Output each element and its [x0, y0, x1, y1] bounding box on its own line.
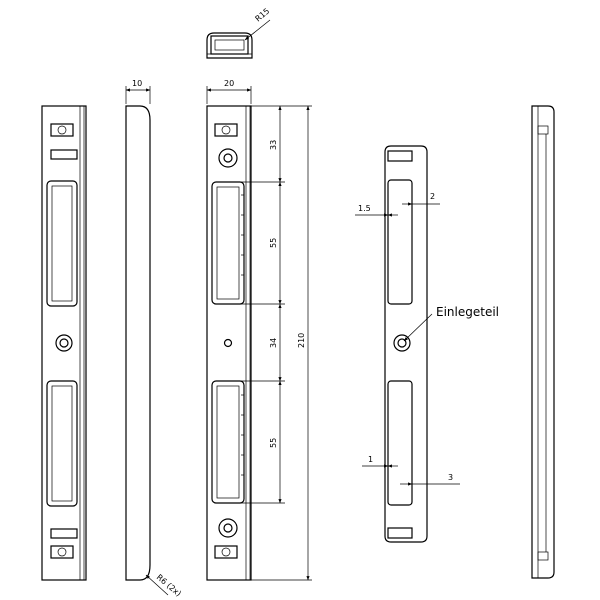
dim-210-label: 210 — [297, 333, 306, 348]
front-view-left — [41, 105, 87, 581]
dimension-3: 3 — [400, 473, 460, 486]
dim-1-5-label: 1.5 — [358, 204, 371, 213]
einlegeteil-label: Einlegeteil — [436, 305, 499, 319]
front-view-dimensioned — [206, 105, 252, 581]
dim-33-label: 33 — [269, 140, 278, 150]
insert-front-view — [384, 145, 428, 543]
dimension-chain-vertical: 33 55 34 55 210 — [240, 105, 312, 581]
dim-20-label: 20 — [224, 79, 234, 88]
side-view-right — [531, 105, 555, 579]
dimension-1-5: 1.5 — [355, 204, 398, 217]
dim-55b-label: 55 — [269, 438, 278, 448]
dimension-1: 1 — [362, 455, 398, 468]
dim-1-label: 1 — [368, 455, 373, 464]
end-cap-top-view — [206, 32, 253, 59]
dimension-width-20: 20 — [206, 79, 252, 104]
dimension-r15: R15 — [244, 7, 271, 41]
dim-10-label: 10 — [132, 79, 142, 88]
side-view-profile — [125, 105, 151, 581]
dim-55a-label: 55 — [269, 238, 278, 248]
callout-einlegeteil: Einlegeteil — [403, 305, 499, 342]
dimension-r6: R6 (2x) — [145, 573, 183, 599]
dim-r6-label: R6 (2x) — [155, 573, 183, 599]
dimension-2: 2 — [402, 192, 440, 208]
dimension-width-10: 10 — [125, 79, 151, 104]
dim-3-label: 3 — [448, 473, 453, 482]
dim-34-label: 34 — [269, 338, 278, 348]
dim-2-label: 2 — [430, 192, 435, 201]
